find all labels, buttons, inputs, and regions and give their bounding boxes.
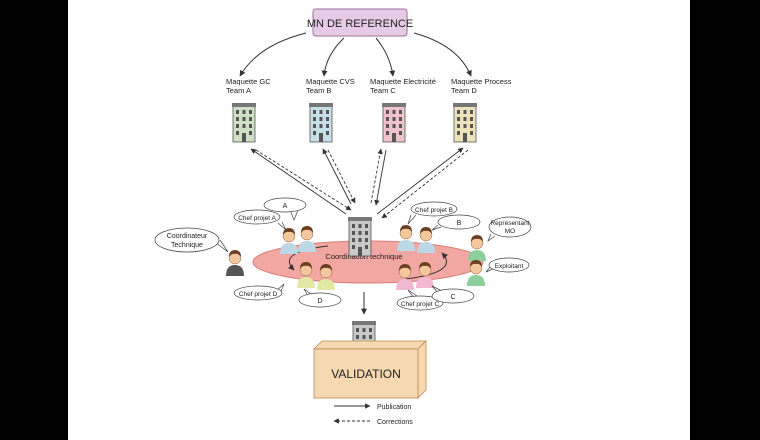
central-building-icon [347,216,373,257]
bubble-chef-b: Chef projet B [407,201,458,225]
model-b-team: Team B [306,86,331,95]
speech-bubbles: Coordinateur Technique Chef projet A A C… [154,197,532,311]
legend: Publication Corrections [333,403,413,426]
team-b-person-icon [396,224,416,252]
reference-model-box: MN DE REFERENCE [307,8,413,37]
c-label: C [450,294,455,301]
bubble-c: C [431,285,475,304]
bubble-chef-a: Chef projet A [233,209,287,231]
model-c-label: Maquette Electricité [370,77,436,86]
model-d-label: Maquette Process [451,77,512,86]
d-label: D [317,298,322,305]
model-c-team: Team C [370,86,396,95]
bubble-a: A [263,197,307,221]
coordinator-person-icon [225,249,245,277]
model-c-building-icon [381,102,407,143]
model-d-building-icon [452,102,478,143]
coordinator-line2: Technique [171,242,203,249]
model-a-team: Team A [226,86,251,95]
validation-label: VALIDATION [331,367,401,381]
b-label: B [457,220,462,227]
legend-corrections-label: Corrections [377,419,413,426]
bubble-representant: Représentant MO [487,216,532,243]
validation-box: VALIDATION [313,340,427,399]
bubble-chef-c: Chef projet C [396,289,444,311]
reference-model-label: MN DE REFERENCE [307,18,413,30]
owner-rep-person-icon [467,234,487,262]
coordination-label: Coordination technique [325,252,402,261]
chef-projet-c-label: Chef projet C [401,301,440,308]
diagram-canvas: MN DE REFERENCE Maquette GC Team A Maque… [68,0,690,440]
model-d-team: Team D [451,86,477,95]
team-b-person2-icon [416,226,436,254]
representant-line1: Représentant [490,220,529,227]
model-a-label: Maquette GC [226,77,271,86]
model-a-building-icon [231,102,257,143]
chef-projet-b-label: Chef projet B [415,207,453,214]
team-a-person2-icon [297,225,317,253]
model-labels: Maquette GC Team A Maquette CVS Team B M… [226,77,512,95]
chef-projet-d-label: Chef projet D [239,291,278,298]
representant-line2: MO [505,228,515,235]
exploitant-label: Exploitant [495,263,524,270]
bubble-coordinateur: Coordinateur Technique [154,227,229,253]
model-b-building-icon [308,102,334,143]
workflow-diagram: MN DE REFERENCE Maquette GC Team A Maque… [154,8,532,426]
bubble-chef-d: Chef projet D [233,283,285,301]
bubble-exploitant: Exploitant [485,257,530,273]
model-b-label: Maquette CVS [306,77,355,86]
exchange-arrows [250,147,469,219]
bubble-b: B [431,214,481,231]
coordinator-line1: Coordinateur [167,233,208,240]
legend-publication-label: Publication [377,404,411,411]
team-a-person-icon [279,227,299,255]
chef-projet-a-label: Chef projet A [238,215,276,222]
bubble-d: D [298,288,342,308]
reference-arrows [239,32,472,77]
a-label: A [283,203,288,210]
